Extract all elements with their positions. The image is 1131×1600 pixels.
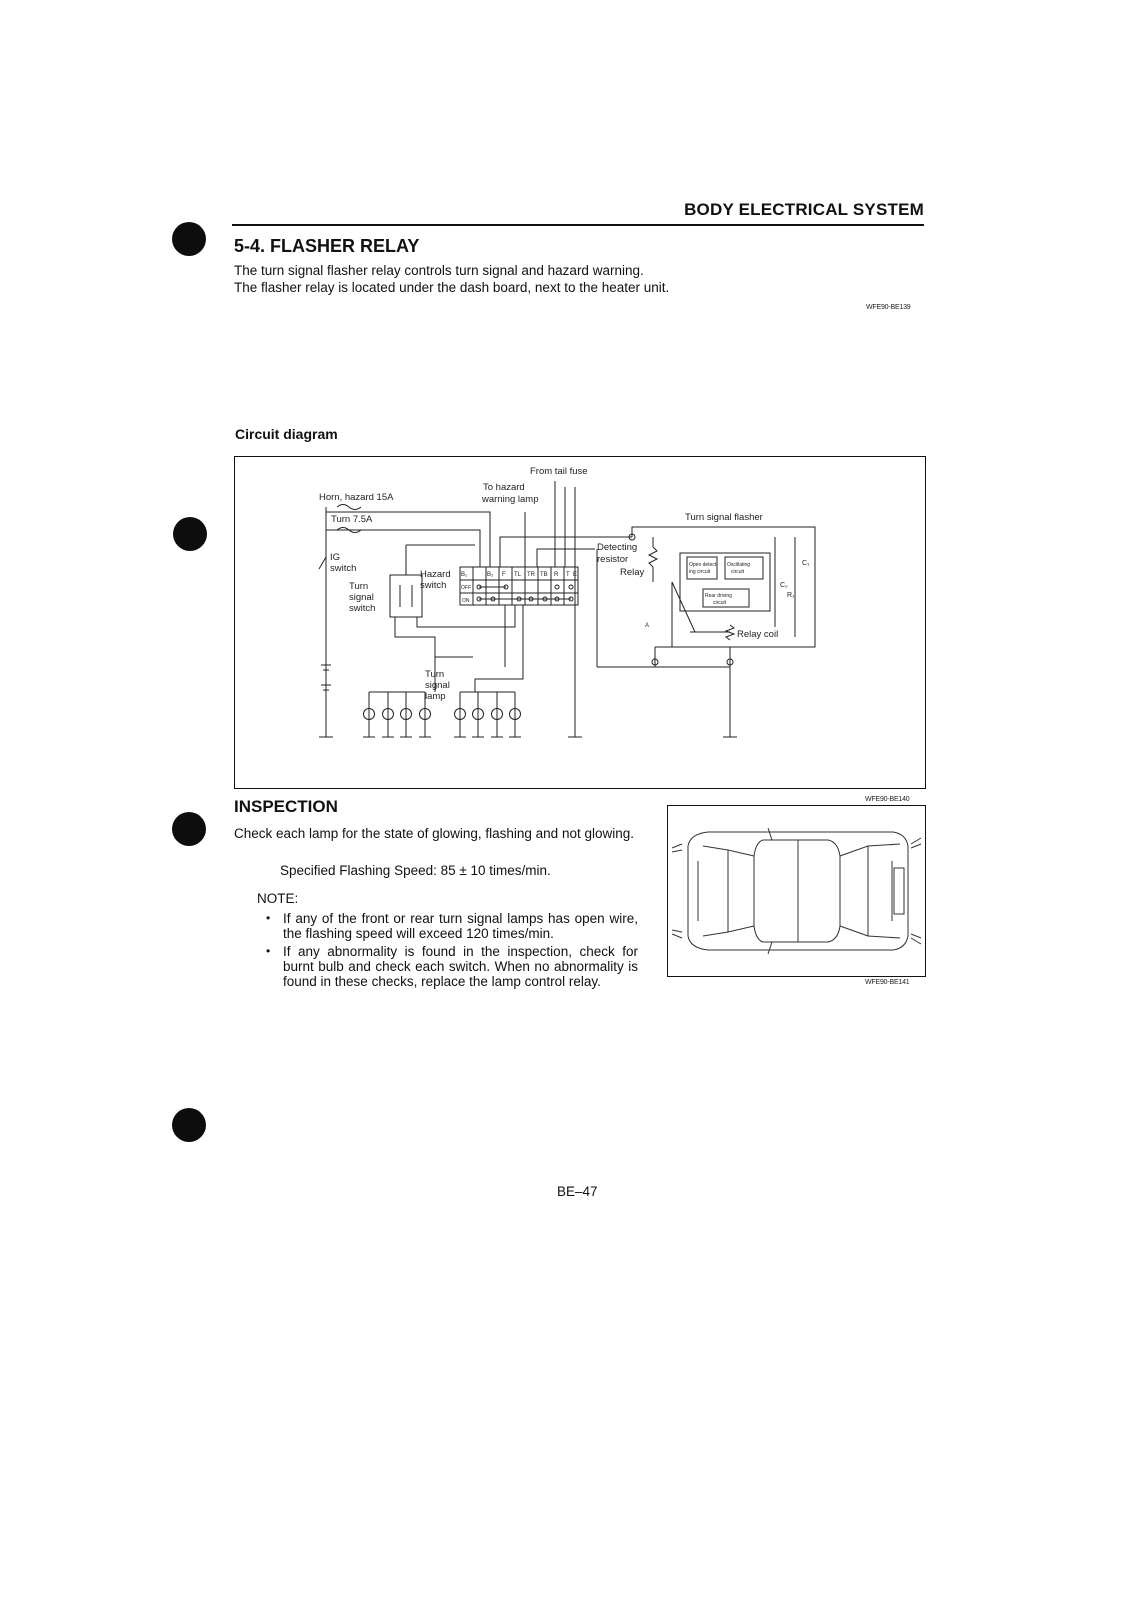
label-ig: IG (330, 552, 340, 563)
inspection-text: Check each lamp for the state of glowing… (234, 826, 634, 841)
label-rear-driving: Rear driving (705, 593, 732, 599)
label-turn-lamp-3: lamp (425, 691, 446, 702)
note-label: NOTE: (257, 891, 299, 906)
label-from-tail-fuse: From tail fuse (530, 466, 588, 477)
circuit-diagram: From tail fuse To hazard warning lamp Ho… (234, 456, 926, 789)
binder-hole-4 (172, 1108, 206, 1142)
label-rear-circuit: circuit (713, 600, 727, 606)
binder-hole-2 (173, 517, 207, 551)
label-open-detecting: Open detect- (689, 562, 718, 568)
intro-text: The turn signal flasher relay controls t… (234, 262, 874, 296)
car-top-view-svg (671, 827, 922, 955)
terminal-label-6: R (554, 572, 559, 578)
flashing-speed-spec: Specified Flashing Speed: 85 ± 10 times/… (280, 863, 551, 878)
label-turn-fuse: Turn 7.5A (331, 514, 373, 525)
section-title: 5-4. FLASHER RELAY (234, 236, 420, 256)
label-hazard-switch-1: Hazard (420, 569, 451, 580)
circuit-diagram-svg: From tail fuse To hazard warning lamp Ho… (318, 466, 816, 738)
label-osc-circuit: circuit (731, 569, 745, 575)
page-number: BE–47 (557, 1184, 598, 1199)
terminal-label-4: TR (527, 572, 536, 578)
label-turn-switch-3: switch (349, 603, 375, 614)
label-warning-lamp: warning lamp (481, 494, 539, 505)
intro-line-2: The flasher relay is located under the d… (234, 280, 670, 295)
label-turn-switch-1: Turn (349, 581, 368, 592)
terminal-label-7: T (566, 572, 570, 578)
figure-ref-1: WFE90-BE139 (866, 304, 911, 311)
note-list: If any of the front or rear turn signal … (266, 911, 638, 992)
note-item-2: If any abnormality is found in the inspe… (266, 944, 638, 989)
label-c2: C₂ (780, 582, 788, 589)
terminal-label-5: TB (540, 572, 548, 578)
terminal-label-2: F (502, 572, 506, 578)
figure-ref-3: WFE90-BE141 (865, 979, 910, 986)
label-relay-coil: Relay coil (737, 629, 778, 640)
label-resistor: resistor (597, 554, 628, 565)
binder-hole-3 (172, 812, 206, 846)
intro-line-1: The turn signal flasher relay controls t… (234, 263, 644, 278)
binder-hole-1 (172, 222, 206, 256)
inspection-title: INSPECTION (234, 797, 338, 816)
terminal-label-1: B₂ (487, 572, 494, 578)
label-ing-circuit: ing circuit (689, 569, 711, 575)
terminal-label-0: B₁ (461, 572, 467, 578)
label-turn-lamp-1: Turn (425, 669, 444, 680)
terminal-label-3: TL (514, 572, 522, 578)
label-terminal-a: A (645, 623, 649, 629)
label-on: ON (462, 598, 470, 604)
label-off: OFF (461, 585, 471, 591)
label-turn-lamp-2: signal (425, 680, 450, 691)
terminal-label-8: E (573, 572, 577, 578)
label-to-hazard: To hazard (483, 482, 525, 493)
label-relay: Relay (620, 567, 645, 578)
figure-ref-2: WFE90-BE140 (865, 796, 910, 803)
label-detecting: Detecting (597, 542, 637, 553)
label-turn-signal-flasher: Turn signal flasher (685, 512, 763, 523)
note-item-1: If any of the front or rear turn signal … (266, 911, 638, 941)
label-oscillating: Oscillating (727, 562, 750, 568)
section-header: BODY ELECTRICAL SYSTEM (684, 200, 924, 219)
label-r1: R₁ (787, 592, 795, 599)
label-c1: C₁ (802, 560, 810, 567)
circuit-diagram-title: Circuit diagram (235, 426, 338, 442)
label-horn-hazard-fuse: Horn, hazard 15A (319, 492, 394, 503)
header-rule (232, 224, 924, 226)
label-ig-switch: switch (330, 563, 356, 574)
car-top-view-figure (667, 805, 926, 977)
label-turn-switch-2: signal (349, 592, 374, 603)
label-hazard-switch-2: switch (420, 580, 446, 591)
